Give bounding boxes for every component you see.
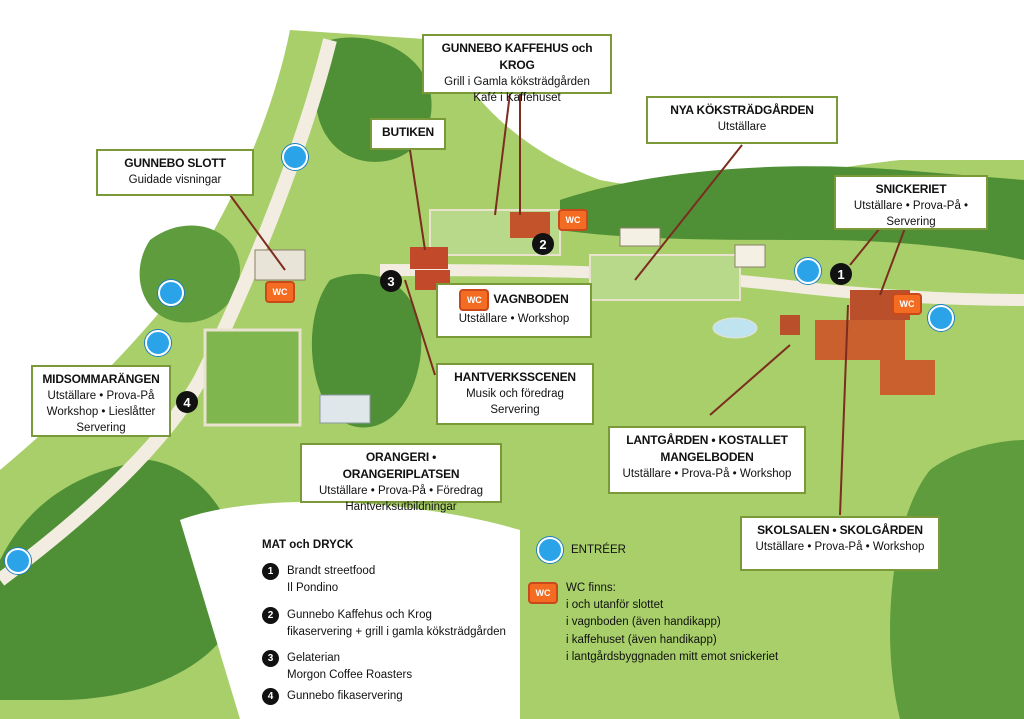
entrance-marker xyxy=(795,258,821,284)
legend-line: i lantgårdsbyggnaden mitt emot snickerie… xyxy=(566,650,779,663)
label-line: Hantverksutbildningar xyxy=(345,500,457,513)
castle-building xyxy=(254,249,306,281)
label-line: Utställare • Prova-På • xyxy=(853,199,969,212)
legend-line: Gelaterian xyxy=(287,652,341,664)
house-east-2 xyxy=(734,244,766,268)
entrance-icon xyxy=(537,537,563,563)
label-title: ORANGERI • ORANGERIPLATSEN xyxy=(342,450,460,481)
label-line: Utställare • Prova-På xyxy=(47,389,155,402)
legend-line: Il Pondino xyxy=(287,582,339,595)
entrance-marker xyxy=(282,144,308,170)
legend-line: i och utanför slottet xyxy=(566,599,664,611)
legend-food-item: 1 Brandt streetfood Il Pondino xyxy=(262,563,375,598)
farm-building-4 xyxy=(780,315,800,335)
wc-icon: WC xyxy=(528,582,558,604)
wc-marker: WC xyxy=(558,209,588,231)
label-title: SNICKERIET xyxy=(875,182,947,196)
label-title-2: MANGELBODEN xyxy=(660,449,754,464)
label-title: SKOLSALEN • SKOLGÅRDEN xyxy=(757,523,923,537)
wc-marker: WC xyxy=(265,281,295,303)
label-title-text: VAGNBODEN xyxy=(493,292,569,307)
label-orangeri: ORANGERI • ORANGERIPLATSEN Utställare • … xyxy=(300,443,502,513)
food-marker-3: 3 xyxy=(380,270,402,292)
label-line: Servering xyxy=(76,421,126,434)
parterre xyxy=(203,328,302,427)
label-midsommarangen: MIDSOMMARÄNGEN Utställare • Prova-På Wor… xyxy=(31,365,171,437)
label-gunnebo-slott: GUNNEBO SLOTT Guidade visningar xyxy=(96,149,254,196)
label-title: LANTGÅRDEN • KOSTALLET xyxy=(626,433,788,447)
legend-entrances-label: ENTRÉER xyxy=(571,544,626,556)
label-nya-kokstradgarden: NYA KÖKSTRÄDGÅRDEN Utställare xyxy=(646,96,838,144)
legend-wc: WC WC finns: xyxy=(528,580,616,604)
label-line: Utställare • Workshop xyxy=(458,313,570,325)
entrance-marker xyxy=(5,548,31,574)
label-lantgarden: LANTGÅRDEN • KOSTALLET MANGELBODEN Utstä… xyxy=(608,426,806,494)
label-line: Utställare • Prova-På • Föredrag xyxy=(318,484,483,497)
label-title: MIDSOMMARÄNGEN xyxy=(42,372,160,386)
label-hantverksscenen: HANTVERKSSCENEN Musik och föredrag Serve… xyxy=(436,363,594,425)
entrance-marker xyxy=(145,330,171,356)
food-marker-1: 1 xyxy=(830,263,852,285)
road-east xyxy=(379,264,1024,306)
food-number-badge: 3 xyxy=(262,650,279,667)
legend-line: Morgon Coffee Roasters xyxy=(287,669,413,682)
legend-line: i kaffehuset (även handikapp) xyxy=(566,633,717,646)
legend-line: fikaservering + grill i gamla köksträdgå… xyxy=(287,626,506,639)
legend-line: Brandt streetfood xyxy=(287,565,376,577)
farm-building-1 xyxy=(815,320,905,360)
new-kitchen-garden xyxy=(589,254,741,301)
label-line: Grill i Gamla köksträdgården xyxy=(444,75,590,88)
trees-center xyxy=(311,273,422,428)
pond xyxy=(712,317,758,339)
house-east xyxy=(619,227,661,247)
label-line: Utställare xyxy=(717,120,767,133)
food-number-badge: 2 xyxy=(262,607,279,624)
food-marker-4: 4 xyxy=(176,391,198,413)
label-skolsalen: SKOLSALEN • SKOLGÅRDEN Utställare • Prov… xyxy=(740,516,940,571)
label-line: Workshop • Lieslåtter xyxy=(46,405,156,418)
food-number-badge: 1 xyxy=(262,563,279,580)
label-line: Musik och föredrag xyxy=(466,387,564,400)
entrance-marker xyxy=(928,305,954,331)
label-title: NYA KÖKSTRÄDGÅRDEN xyxy=(670,103,814,117)
legend-line: WC finns: xyxy=(566,582,616,594)
entrance-marker xyxy=(158,280,184,306)
wc-icon: WC xyxy=(459,289,490,311)
label-line: Servering xyxy=(490,403,540,416)
farm-building-3 xyxy=(880,360,935,395)
orangeri-building xyxy=(319,394,371,424)
label-title: BUTIKEN xyxy=(382,125,434,139)
legend-food-item: 2 Gunnebo Kaffehus och Krog fikaservering… xyxy=(262,607,506,642)
label-title: HANTVERKSSCENEN xyxy=(454,370,576,384)
label-line: Servering xyxy=(886,215,936,228)
label-title: GUNNEBO SLOTT xyxy=(124,156,226,170)
legend-entrances: ENTRÉER xyxy=(537,537,626,563)
food-marker-2: 2 xyxy=(532,233,554,255)
label-line: Utställare • Prova-På • Workshop xyxy=(622,467,792,480)
legend-food-item: 4 Gunnebo fikaservering xyxy=(262,688,403,705)
label-title: GUNNEBO KAFFEHUS och KROG xyxy=(441,41,593,72)
legend-wc-details: i och utanför slottet i vagnboden (även … xyxy=(566,597,866,666)
wc-marker: WC xyxy=(892,293,922,315)
connector-lines xyxy=(229,92,906,516)
label-line: Guidade visningar xyxy=(128,173,222,186)
label-kaffehus: GUNNEBO KAFFEHUS och KROG Grill i Gamla … xyxy=(422,34,612,104)
label-line: Kafé i Kaffehuset xyxy=(473,91,561,104)
legend-line: Gunnebo Kaffehus och Krog xyxy=(287,609,432,621)
legend-line: i vagnboden (även handikapp) xyxy=(566,616,721,629)
label-snickeriet: SNICKERIET Utställare • Prova-På • Serve… xyxy=(834,175,988,230)
legend-food: MAT och DRYCK xyxy=(262,539,542,551)
forest-southeast xyxy=(890,440,1024,719)
legend-food-header: MAT och DRYCK xyxy=(262,539,354,551)
label-butiken: BUTIKEN xyxy=(370,118,446,150)
legend-line: Gunnebo fikaservering xyxy=(287,690,403,702)
label-line: Utställare • Prova-På • Workshop xyxy=(755,540,925,553)
food-number-badge: 4 xyxy=(262,688,279,705)
butiken-building xyxy=(410,247,448,269)
